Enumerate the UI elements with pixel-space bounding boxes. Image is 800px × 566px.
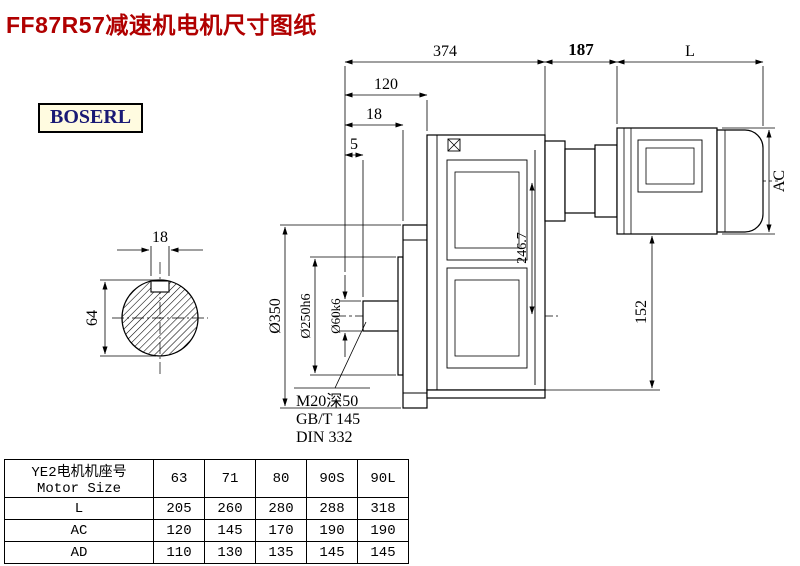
table-cell: 110 — [153, 541, 205, 564]
table-cell: 130 — [204, 541, 256, 564]
dim-L-label: L — [685, 43, 695, 60]
shaft-cross-section — [121, 279, 199, 357]
dim-246-label: 246.7 — [515, 232, 530, 264]
col-header-90L: 90L — [357, 459, 409, 498]
table-cell: 280 — [255, 497, 307, 520]
dim-18-label: 18 — [366, 106, 382, 123]
table-row-AD: AD 110 130 135 145 145 — [4, 541, 409, 564]
table-row-AC: AC 120 145 170 190 190 — [4, 519, 409, 542]
table-cell: 318 — [357, 497, 409, 520]
table-cell: 260 — [204, 497, 256, 520]
dim-dia250-label: Ø250h6 — [299, 293, 314, 338]
dimension-lines — [100, 59, 775, 409]
table-header-line1: YE2电机机座号 — [31, 464, 127, 481]
table-cell: 205 — [153, 497, 205, 520]
table-cell: 145 — [306, 541, 358, 564]
table-header-motor-size: YE2电机机座号 Motor Size — [4, 459, 154, 498]
col-header-90S: 90S — [306, 459, 358, 498]
table-row-L: L 205 260 280 288 318 — [4, 497, 409, 520]
col-header-63: 63 — [153, 459, 205, 498]
dim-152-label: 152 — [633, 300, 650, 324]
motor-size-table: YE2电机机座号 Motor Size 63 71 80 90S 90L L 2… — [4, 459, 409, 564]
table-cell: 145 — [204, 519, 256, 542]
col-header-80: 80 — [255, 459, 307, 498]
table-cell: 145 — [357, 541, 409, 564]
dim-dia350-label: Ø350 — [267, 298, 284, 334]
page-title: FF87R57减速机电机尺寸图纸 — [6, 12, 317, 38]
table-cell: 120 — [153, 519, 205, 542]
col-header-71: 71 — [204, 459, 256, 498]
dim-120-label: 120 — [374, 76, 398, 93]
row-label: AC — [4, 519, 154, 542]
row-label: L — [4, 497, 154, 520]
table-cell: 190 — [357, 519, 409, 542]
table-header-line2: Motor Size — [36, 480, 121, 497]
dimension-drawing: 374 187 L 120 18 5 AC Ø350 Ø250h6 Ø60k6 … — [84, 40, 788, 446]
dim-dia60-label: Ø60k6 — [328, 298, 343, 334]
table-cell: 190 — [306, 519, 358, 542]
note-thread: M20深50 — [296, 392, 358, 410]
table-cell: 135 — [255, 541, 307, 564]
dim-64-label: 64 — [84, 310, 101, 326]
gearbox-outline — [362, 134, 546, 409]
table-cell: 288 — [306, 497, 358, 520]
dim-keywidth-label: 18 — [152, 229, 168, 246]
row-label: AD — [4, 541, 154, 564]
note-gbt: GB/T 145 — [296, 411, 360, 428]
table-cell: 170 — [255, 519, 307, 542]
dim-187-label: 187 — [568, 40, 594, 59]
note-din: DIN 332 — [296, 429, 352, 446]
brand-badge: BOSERL — [38, 103, 144, 133]
dim-5-label: 5 — [350, 136, 358, 153]
dim-AC-label: AC — [771, 170, 788, 192]
motor-outline — [544, 127, 764, 235]
brand-label: BOSERL — [50, 106, 132, 128]
dim-374-label: 374 — [433, 43, 457, 60]
